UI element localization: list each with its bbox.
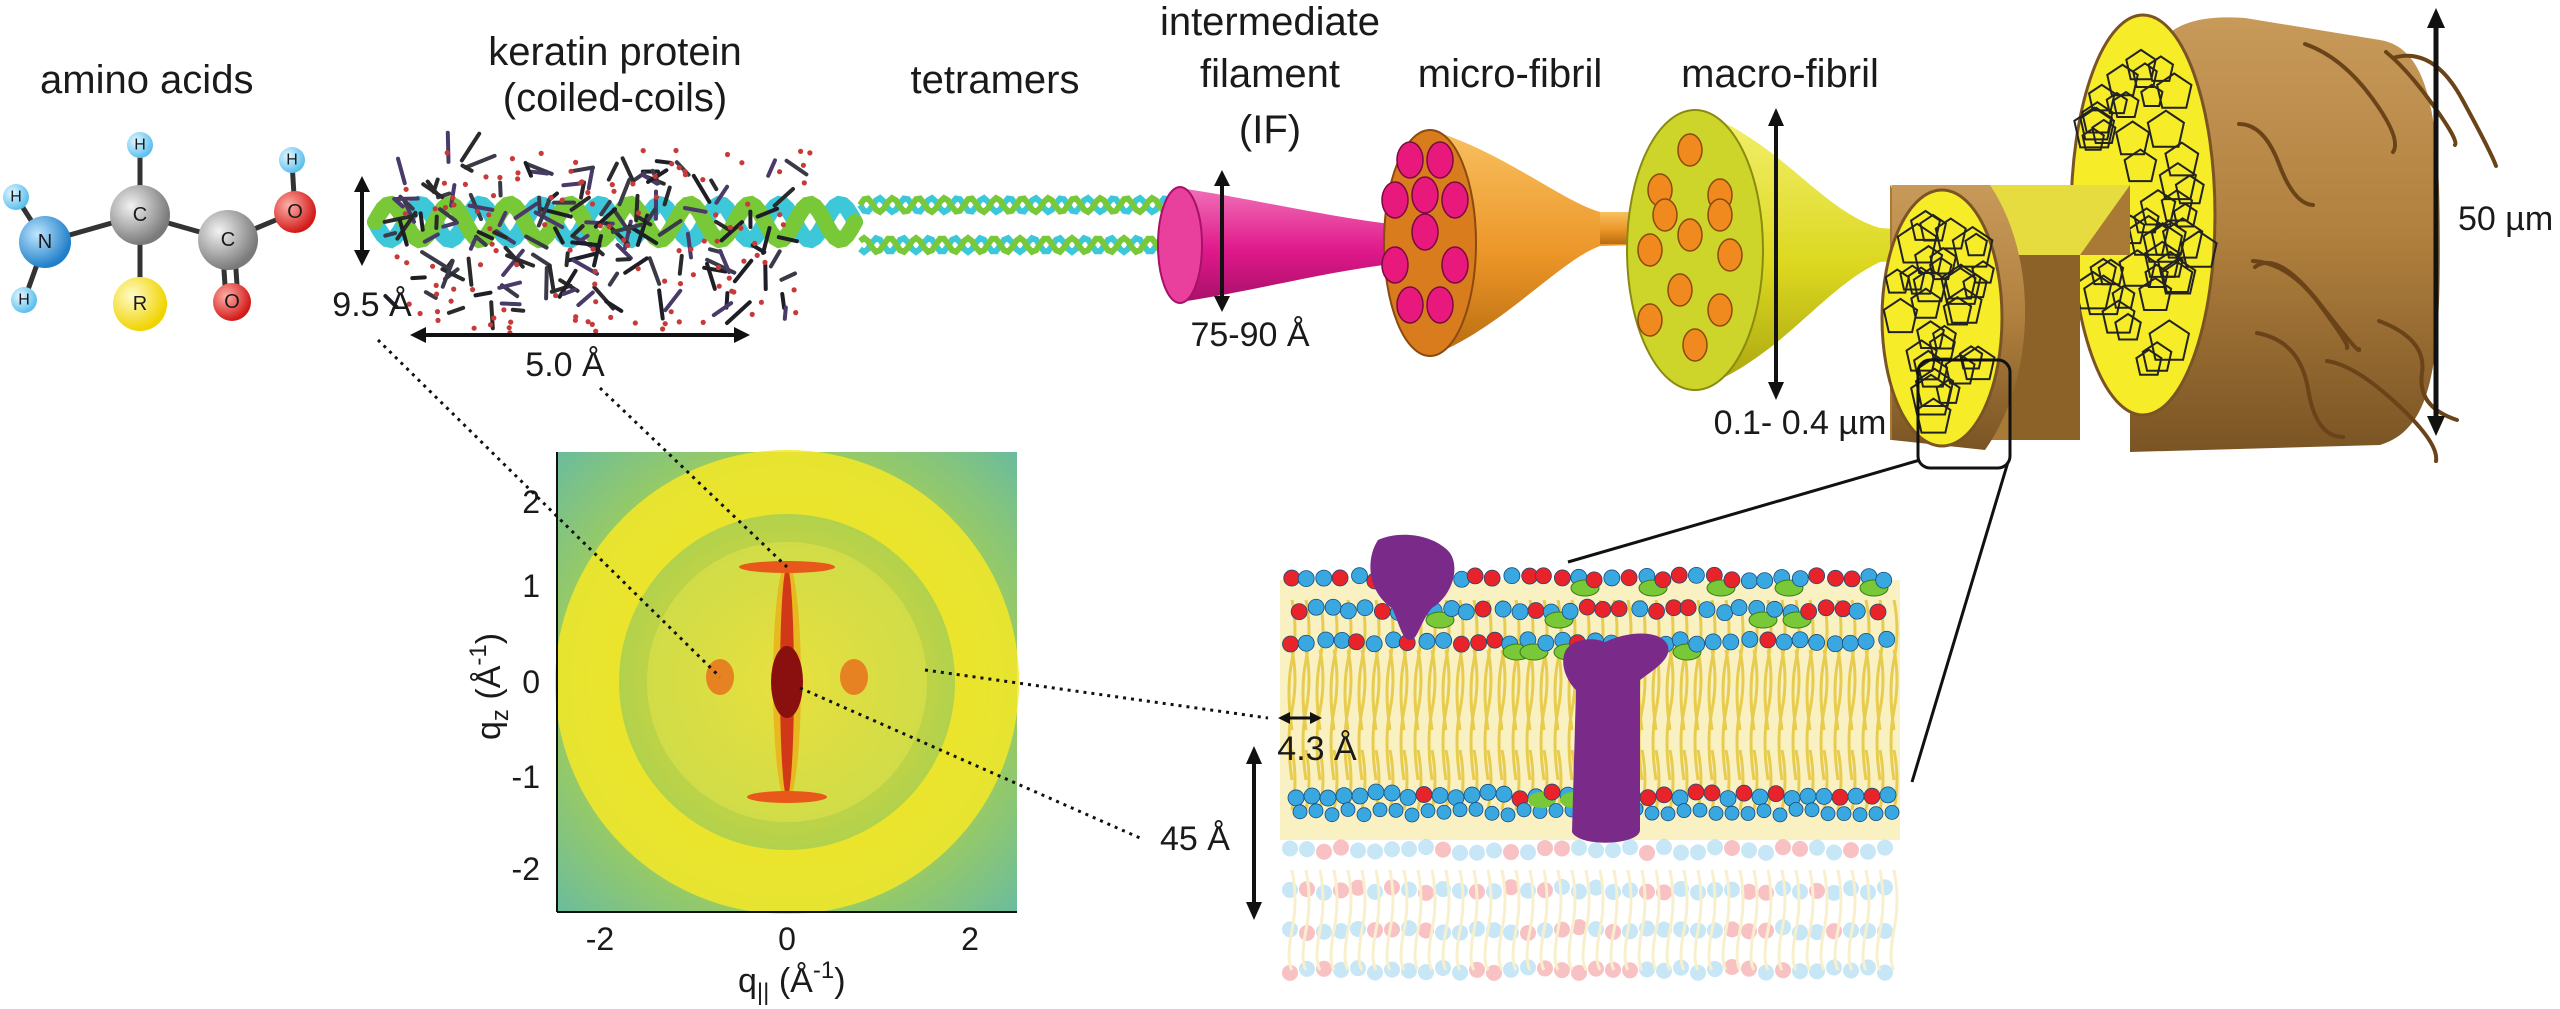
intermediate-filament xyxy=(1157,186,1418,304)
x-tick-label: -2 xyxy=(586,921,614,957)
carbonyl-oxygen-atom xyxy=(213,283,251,321)
if-diameter-arrow xyxy=(1214,170,1230,312)
side-chain-sticks xyxy=(382,130,809,331)
carboxyl-carbon-label: C xyxy=(221,229,235,251)
alpha-carbon-label: C xyxy=(133,204,147,226)
keratin-coiled-coil xyxy=(367,130,863,336)
label-bilayer-thickness: 45 Å xyxy=(1160,820,1230,858)
label-amino-acids: amino acids xyxy=(40,58,254,102)
r-group-atom xyxy=(113,277,167,331)
hydrogen-label: H xyxy=(18,292,30,309)
diffraction-pattern xyxy=(555,450,1019,914)
r-group-label: R xyxy=(133,293,147,315)
label-coiled-coils: (coiled-coils) xyxy=(502,76,728,120)
y-tick-label: -2 xyxy=(512,851,540,887)
hydrogen-atom-left-top xyxy=(3,184,29,210)
hair-diameter-arrow xyxy=(2427,8,2445,436)
label-lipid-spacing: 4.3 Å xyxy=(1277,730,1357,768)
label-micro-fibril: micro-fibril xyxy=(1417,52,1603,96)
y-tick-label: -1 xyxy=(512,759,540,795)
tetramer-strands xyxy=(857,194,1187,256)
x-tick-label: 2 xyxy=(961,921,979,957)
carbonyl-oxygen-label: O xyxy=(224,291,240,313)
label-macro-diameter: 0.1- 0.4 µm xyxy=(1713,404,1887,442)
label-if-diameter: 75-90 Å xyxy=(1190,316,1310,354)
label-if-line1: intermediate xyxy=(1159,0,1381,44)
label-if-line2: filament xyxy=(1199,52,1341,96)
hydroxyl-oxygen-label: O xyxy=(287,201,303,223)
hydrogen-label: H xyxy=(10,189,22,206)
label-coil-height: 9.5 Å xyxy=(332,286,412,324)
alpha-carbon-atom xyxy=(110,185,170,245)
hydrogen-label: H xyxy=(286,152,298,169)
nitrogen-label: N xyxy=(38,231,52,253)
x-axis-title: q|| (Å-1) xyxy=(738,957,846,1006)
transmembrane-protein xyxy=(1563,633,1669,843)
coil-length-arrow xyxy=(410,327,750,343)
hydroxyl-oxygen-atom xyxy=(274,191,316,233)
hydrogen-atom-top xyxy=(127,132,153,158)
peripheral-protein xyxy=(1370,534,1455,640)
lipid-spacing-arrow xyxy=(1278,712,1322,724)
dotted-connectors xyxy=(376,338,1269,840)
label-if-line3: (IF) xyxy=(1238,108,1302,152)
hydrogen-atom-left-bottom xyxy=(11,287,37,313)
hydrogen-atom-hydroxyl xyxy=(279,147,305,173)
hydrogen-label: H xyxy=(134,137,146,154)
y-tick-label: 2 xyxy=(522,484,540,520)
y-tick-label: 0 xyxy=(522,664,540,700)
amino-acid-molecule: N C C O O R H H H H xyxy=(3,132,316,331)
label-keratin-protein: keratin protein xyxy=(488,30,742,74)
lipid-bilayer xyxy=(1280,534,1900,981)
macro-diameter-arrow xyxy=(1768,108,1784,400)
carboxyl-carbon-atom xyxy=(198,210,258,270)
water-dots xyxy=(394,147,813,336)
hair-fiber xyxy=(1880,13,2498,463)
label-macro-fibril: macro-fibril xyxy=(1681,52,1879,96)
zoom-indicator xyxy=(1567,358,2012,783)
y-tick-label: 1 xyxy=(522,568,540,604)
diffraction-axes: -2 0 2 2 1 0 -1 -2 q|| (Å-1) qz (Å-1) xyxy=(465,452,1017,1006)
label-tetramers: tetramers xyxy=(910,58,1080,102)
coil-height-arrow xyxy=(354,176,370,266)
label-hair-diameter: 50 µm xyxy=(2458,200,2554,238)
y-axis-title: qz (Å-1) xyxy=(465,633,514,740)
bilayer-thickness-arrow xyxy=(1246,746,1262,920)
macro-fibril xyxy=(1626,109,1950,391)
nitrogen-atom xyxy=(19,216,71,268)
label-coil-length: 5.0 Å xyxy=(525,346,605,384)
x-tick-label: 0 xyxy=(778,921,796,957)
